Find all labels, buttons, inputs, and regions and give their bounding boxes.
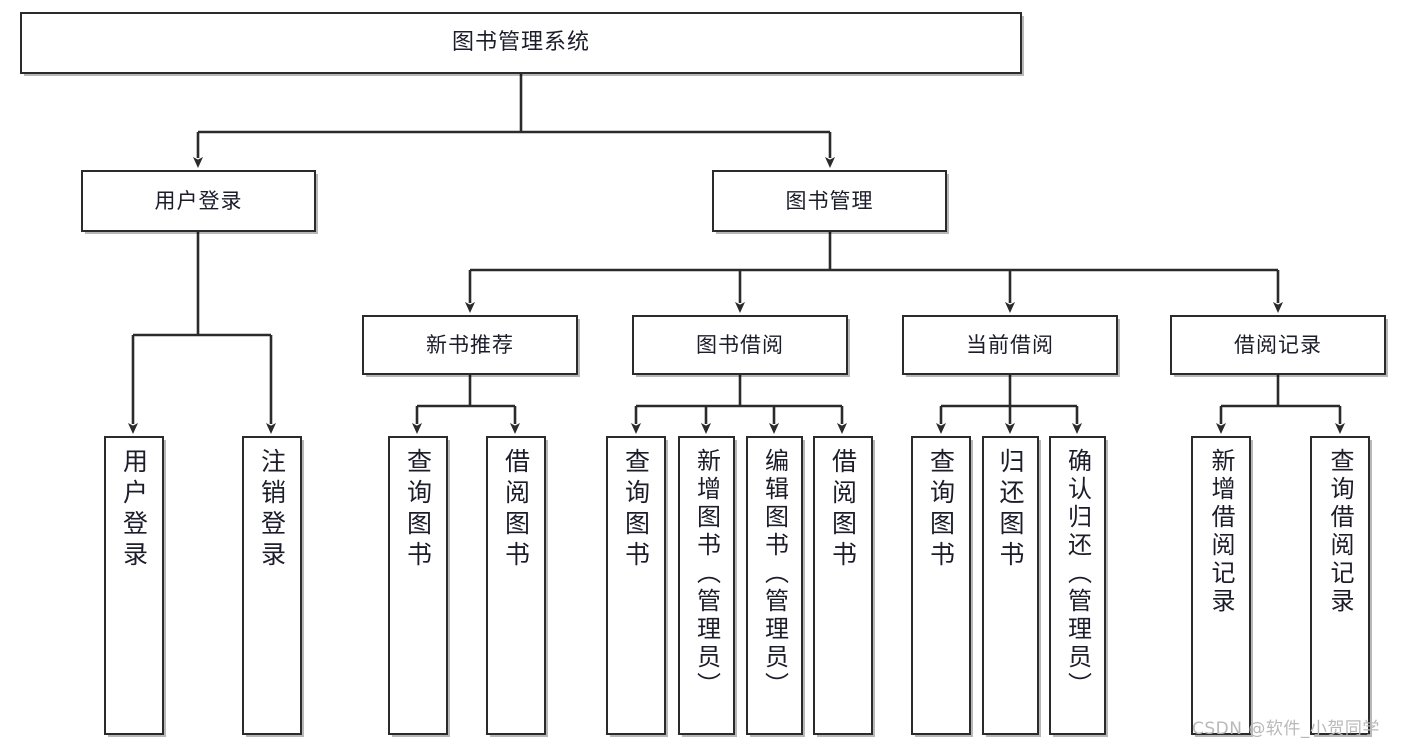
- node-label: 查询借阅记录: [1326, 448, 1354, 616]
- leaf-new-book-query-book[interactable]: 查询图书: [388, 436, 448, 735]
- node-label: 编辑图书（管理员）: [760, 448, 789, 700]
- leaf-current-borrow-query-book[interactable]: 查询图书: [911, 436, 971, 735]
- leaf-new-book-borrow-book[interactable]: 借阅图书: [486, 436, 546, 735]
- node-label: 确认归还（管理员）: [1063, 448, 1092, 700]
- node-label: 查询图书: [926, 448, 956, 572]
- node-label: 注销登录: [257, 448, 287, 572]
- leaf-user-login-login[interactable]: 用户登录: [104, 436, 164, 735]
- node-label: 归还图书: [996, 448, 1025, 572]
- node-label: 用户登录: [119, 448, 149, 572]
- node-root-system[interactable]: 图书管理系统: [20, 12, 1022, 74]
- leaf-borrow-record-query-record[interactable]: 查询借阅记录: [1310, 436, 1370, 735]
- node-label: 用户登录: [154, 188, 243, 213]
- node-user-login[interactable]: 用户登录: [81, 170, 316, 232]
- node-label: 查询图书: [403, 448, 433, 572]
- node-new-book-recommend[interactable]: 新书推荐: [362, 315, 578, 375]
- leaf-current-borrow-return-book[interactable]: 归还图书: [982, 436, 1039, 735]
- leaf-book-borrow-add-book-admin[interactable]: 新增图书（管理员）: [678, 436, 735, 735]
- node-label: 图书管理系统: [451, 30, 590, 56]
- node-label: 新书推荐: [426, 332, 514, 357]
- leaf-book-borrow-borrow-book[interactable]: 借阅图书: [813, 436, 873, 735]
- leaf-book-borrow-query-book[interactable]: 查询图书: [606, 436, 666, 735]
- node-current-borrow[interactable]: 当前借阅: [902, 315, 1118, 375]
- node-book-management[interactable]: 图书管理: [712, 170, 947, 232]
- node-label: 借阅记录: [1234, 332, 1322, 357]
- node-label: 借阅图书: [501, 448, 531, 572]
- leaf-book-borrow-edit-book-admin[interactable]: 编辑图书（管理员）: [746, 436, 803, 735]
- leaf-user-login-logout[interactable]: 注销登录: [242, 436, 302, 735]
- node-label: 当前借阅: [966, 332, 1054, 357]
- leaf-borrow-record-add-record[interactable]: 新增借阅记录: [1191, 436, 1251, 735]
- node-label: 借阅图书: [828, 448, 858, 572]
- node-label: 新增借阅记录: [1207, 448, 1235, 616]
- node-label: 图书管理: [785, 188, 874, 213]
- node-borrow-record[interactable]: 借阅记录: [1170, 315, 1386, 375]
- node-label: 查询图书: [621, 448, 651, 572]
- node-label: 图书借阅: [696, 332, 784, 357]
- node-book-borrow[interactable]: 图书借阅: [632, 315, 848, 375]
- node-label: 新增图书（管理员）: [692, 448, 721, 700]
- leaf-current-borrow-confirm-return-admin[interactable]: 确认归还（管理员）: [1049, 436, 1106, 735]
